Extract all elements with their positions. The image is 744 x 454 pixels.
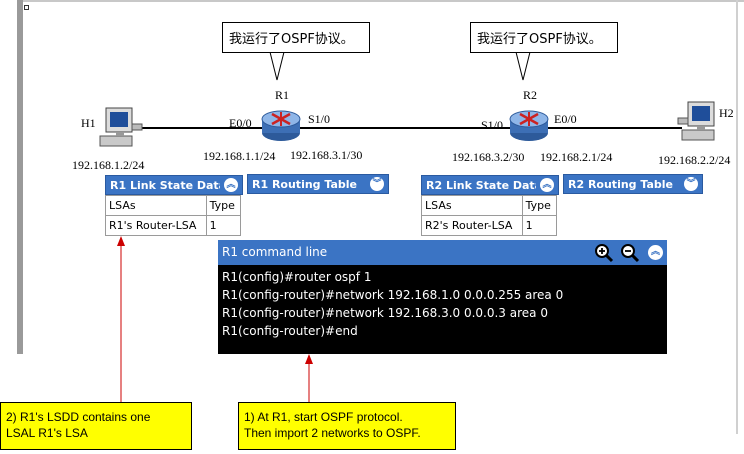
canvas-frame-top (17, 0, 744, 2)
r2-if-s10: S1/0 (481, 118, 504, 132)
h2-name: H2 (719, 106, 734, 120)
r1-speech-bubble: 我运行了OSPF协议。 (222, 22, 370, 53)
r1-if-e00: E0/0 (229, 116, 252, 130)
r2-name: R2 (523, 88, 538, 102)
note-lsdb-line2: LSAL R1's LSA (6, 426, 88, 440)
column-header-type: Type (205, 195, 242, 216)
lsa-name-cell: R2's Router-LSA (421, 215, 523, 236)
command-line-row: R1(config-router)#network 192.168.3.0 0.… (222, 306, 548, 320)
note-lsdb: 2) R1's LSDD contains one LSAL R1's LSA (0, 402, 192, 450)
command-line-header[interactable]: R1 command line ︽ (218, 240, 667, 265)
r2-lsdb-table: LSAs Type R2's Router-LSA 1 (421, 195, 558, 236)
note-ospf-start: 1) At R1, start OSPF protocol. Then impo… (238, 402, 456, 450)
host-h2-icon (677, 101, 715, 141)
r1-speech-text: 我运行了OSPF协议。 (229, 32, 354, 47)
resize-handle-icon[interactable] (24, 5, 29, 10)
r2-speech-bubble: 我运行了OSPF协议。 (470, 22, 618, 53)
column-header-type: Type (521, 195, 558, 216)
host-h1-icon (99, 107, 143, 147)
table-row[interactable]: R2's Router-LSA 1 (421, 215, 558, 236)
r1-routing-title: R1 Routing Table (252, 178, 357, 191)
canvas-frame-right (736, 0, 738, 434)
r1-lsdb-header[interactable]: R1 Link State Databa ︽ (105, 175, 243, 195)
r2-ip-s10: 192.168.3.2/30 (452, 150, 525, 164)
r2-lsdb-header[interactable]: R2 Link State Databa ︽ (421, 175, 559, 195)
r1-lsdb-table: LSAs Type R1's Router-LSA 1 (105, 195, 242, 236)
callout-tail-r1 (269, 51, 285, 81)
command-line-output[interactable]: R1(config)#router ospf 1 R1(config-route… (218, 265, 667, 354)
command-line-row: R1(config-router)#network 192.168.1.0 0.… (222, 288, 564, 302)
column-header-lsas: LSAs (105, 195, 207, 216)
table-header-row: LSAs Type (105, 195, 242, 216)
collapse-icon[interactable]: ︽ (648, 245, 663, 260)
r2-routing-header[interactable]: R2 Routing Table ︾ (563, 174, 703, 194)
r2-speech-text: 我运行了OSPF协议。 (477, 32, 602, 47)
note-ospf-line1: 1) At R1, start OSPF protocol. (244, 410, 403, 424)
lsa-type-cell: 1 (205, 215, 242, 236)
expand-icon[interactable]: ︾ (684, 177, 698, 191)
r1-ip-s10: 192.168.3.1/30 (290, 148, 363, 162)
r2-lsdb-title: R2 Link State Databa (426, 179, 536, 192)
command-line-row: R1(config-router)#end (222, 324, 358, 338)
r1-lsdb-title: R1 Link State Databa (110, 179, 220, 192)
table-row[interactable]: R1's Router-LSA 1 (105, 215, 242, 236)
r2-routing-title: R2 Routing Table (568, 178, 673, 191)
r1-name: R1 (275, 88, 290, 102)
command-line-title: R1 command line (222, 245, 328, 259)
router-r1-icon (261, 110, 301, 141)
expand-icon[interactable]: ︾ (370, 177, 384, 191)
zoom-in-icon[interactable] (594, 243, 614, 263)
callout-tail-r2 (515, 51, 531, 81)
column-header-lsas: LSAs (421, 195, 523, 216)
canvas-frame-left (17, 0, 23, 354)
table-header-row: LSAs Type (421, 195, 558, 216)
r2-ip-e00: 192.168.2.1/24 (540, 150, 613, 164)
h1-ip: 192.168.1.2/24 (72, 158, 145, 172)
zoom-out-icon[interactable] (620, 243, 640, 263)
r1-ip-e00: 192.168.1.1/24 (203, 149, 276, 163)
collapse-icon[interactable]: ︽ (540, 178, 554, 192)
note-ospf-line2: Then import 2 networks to OSPF. (244, 426, 421, 440)
r1-routing-header[interactable]: R1 Routing Table ︾ (247, 174, 389, 194)
lsa-name-cell: R1's Router-LSA (105, 215, 207, 236)
r2-if-e00: E0/0 (554, 112, 577, 126)
lsa-type-cell: 1 (521, 215, 558, 236)
r1-if-s10: S1/0 (308, 112, 331, 126)
command-line-row: R1(config)#router ospf 1 (222, 270, 372, 284)
note-lsdb-line1: 2) R1's LSDD contains one (6, 410, 151, 424)
router-r2-icon (509, 110, 549, 141)
h1-name: H1 (81, 116, 96, 130)
collapse-icon[interactable]: ︽ (224, 178, 238, 192)
h2-ip: 192.168.2.2/24 (658, 153, 731, 167)
